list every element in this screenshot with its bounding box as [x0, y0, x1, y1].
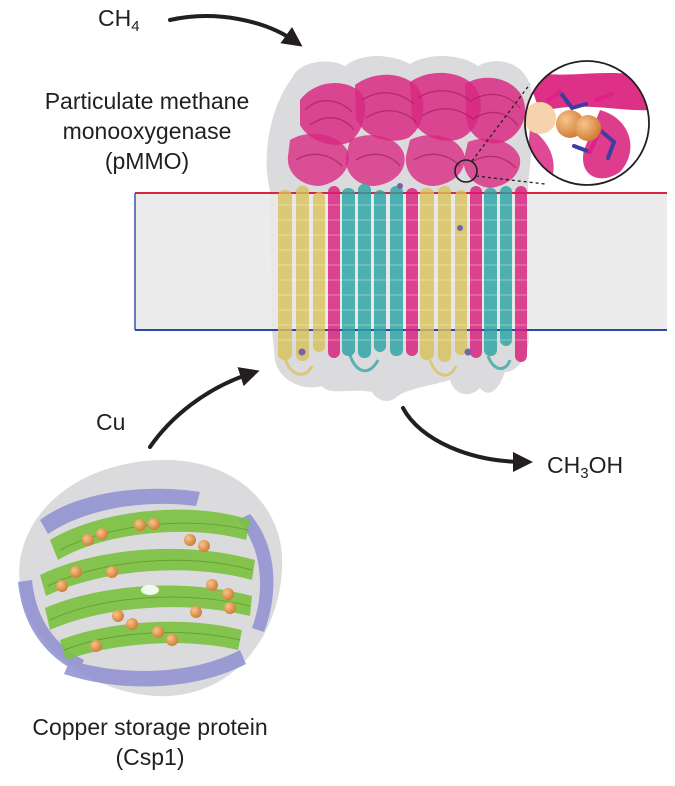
methanol-label: CH3OH: [547, 450, 623, 480]
pmmo-transmembrane-helices: [278, 184, 527, 362]
csp1-protein: [18, 460, 282, 696]
copper-label: Cu: [96, 407, 125, 437]
methane-arrow: [170, 16, 296, 42]
methanol-arrow: [403, 408, 525, 462]
pmmo-protein: [278, 73, 527, 375]
csp1-label-line1: Copper storage protein: [0, 712, 300, 742]
copper-arrow: [150, 373, 252, 447]
csp1-label-line2: (Csp1): [0, 742, 300, 772]
pmmo-label-line2: monooxygenase: [18, 116, 276, 146]
pmmo-label-line3: (pMMO): [18, 146, 276, 176]
csp1-label: Copper storage protein (Csp1): [0, 712, 300, 772]
methane-label: CH4: [98, 3, 140, 33]
pmmo-label-line1: Particulate methane: [18, 86, 276, 116]
pmmo-label: Particulate methane monooxygenase (pMMO): [18, 86, 276, 176]
